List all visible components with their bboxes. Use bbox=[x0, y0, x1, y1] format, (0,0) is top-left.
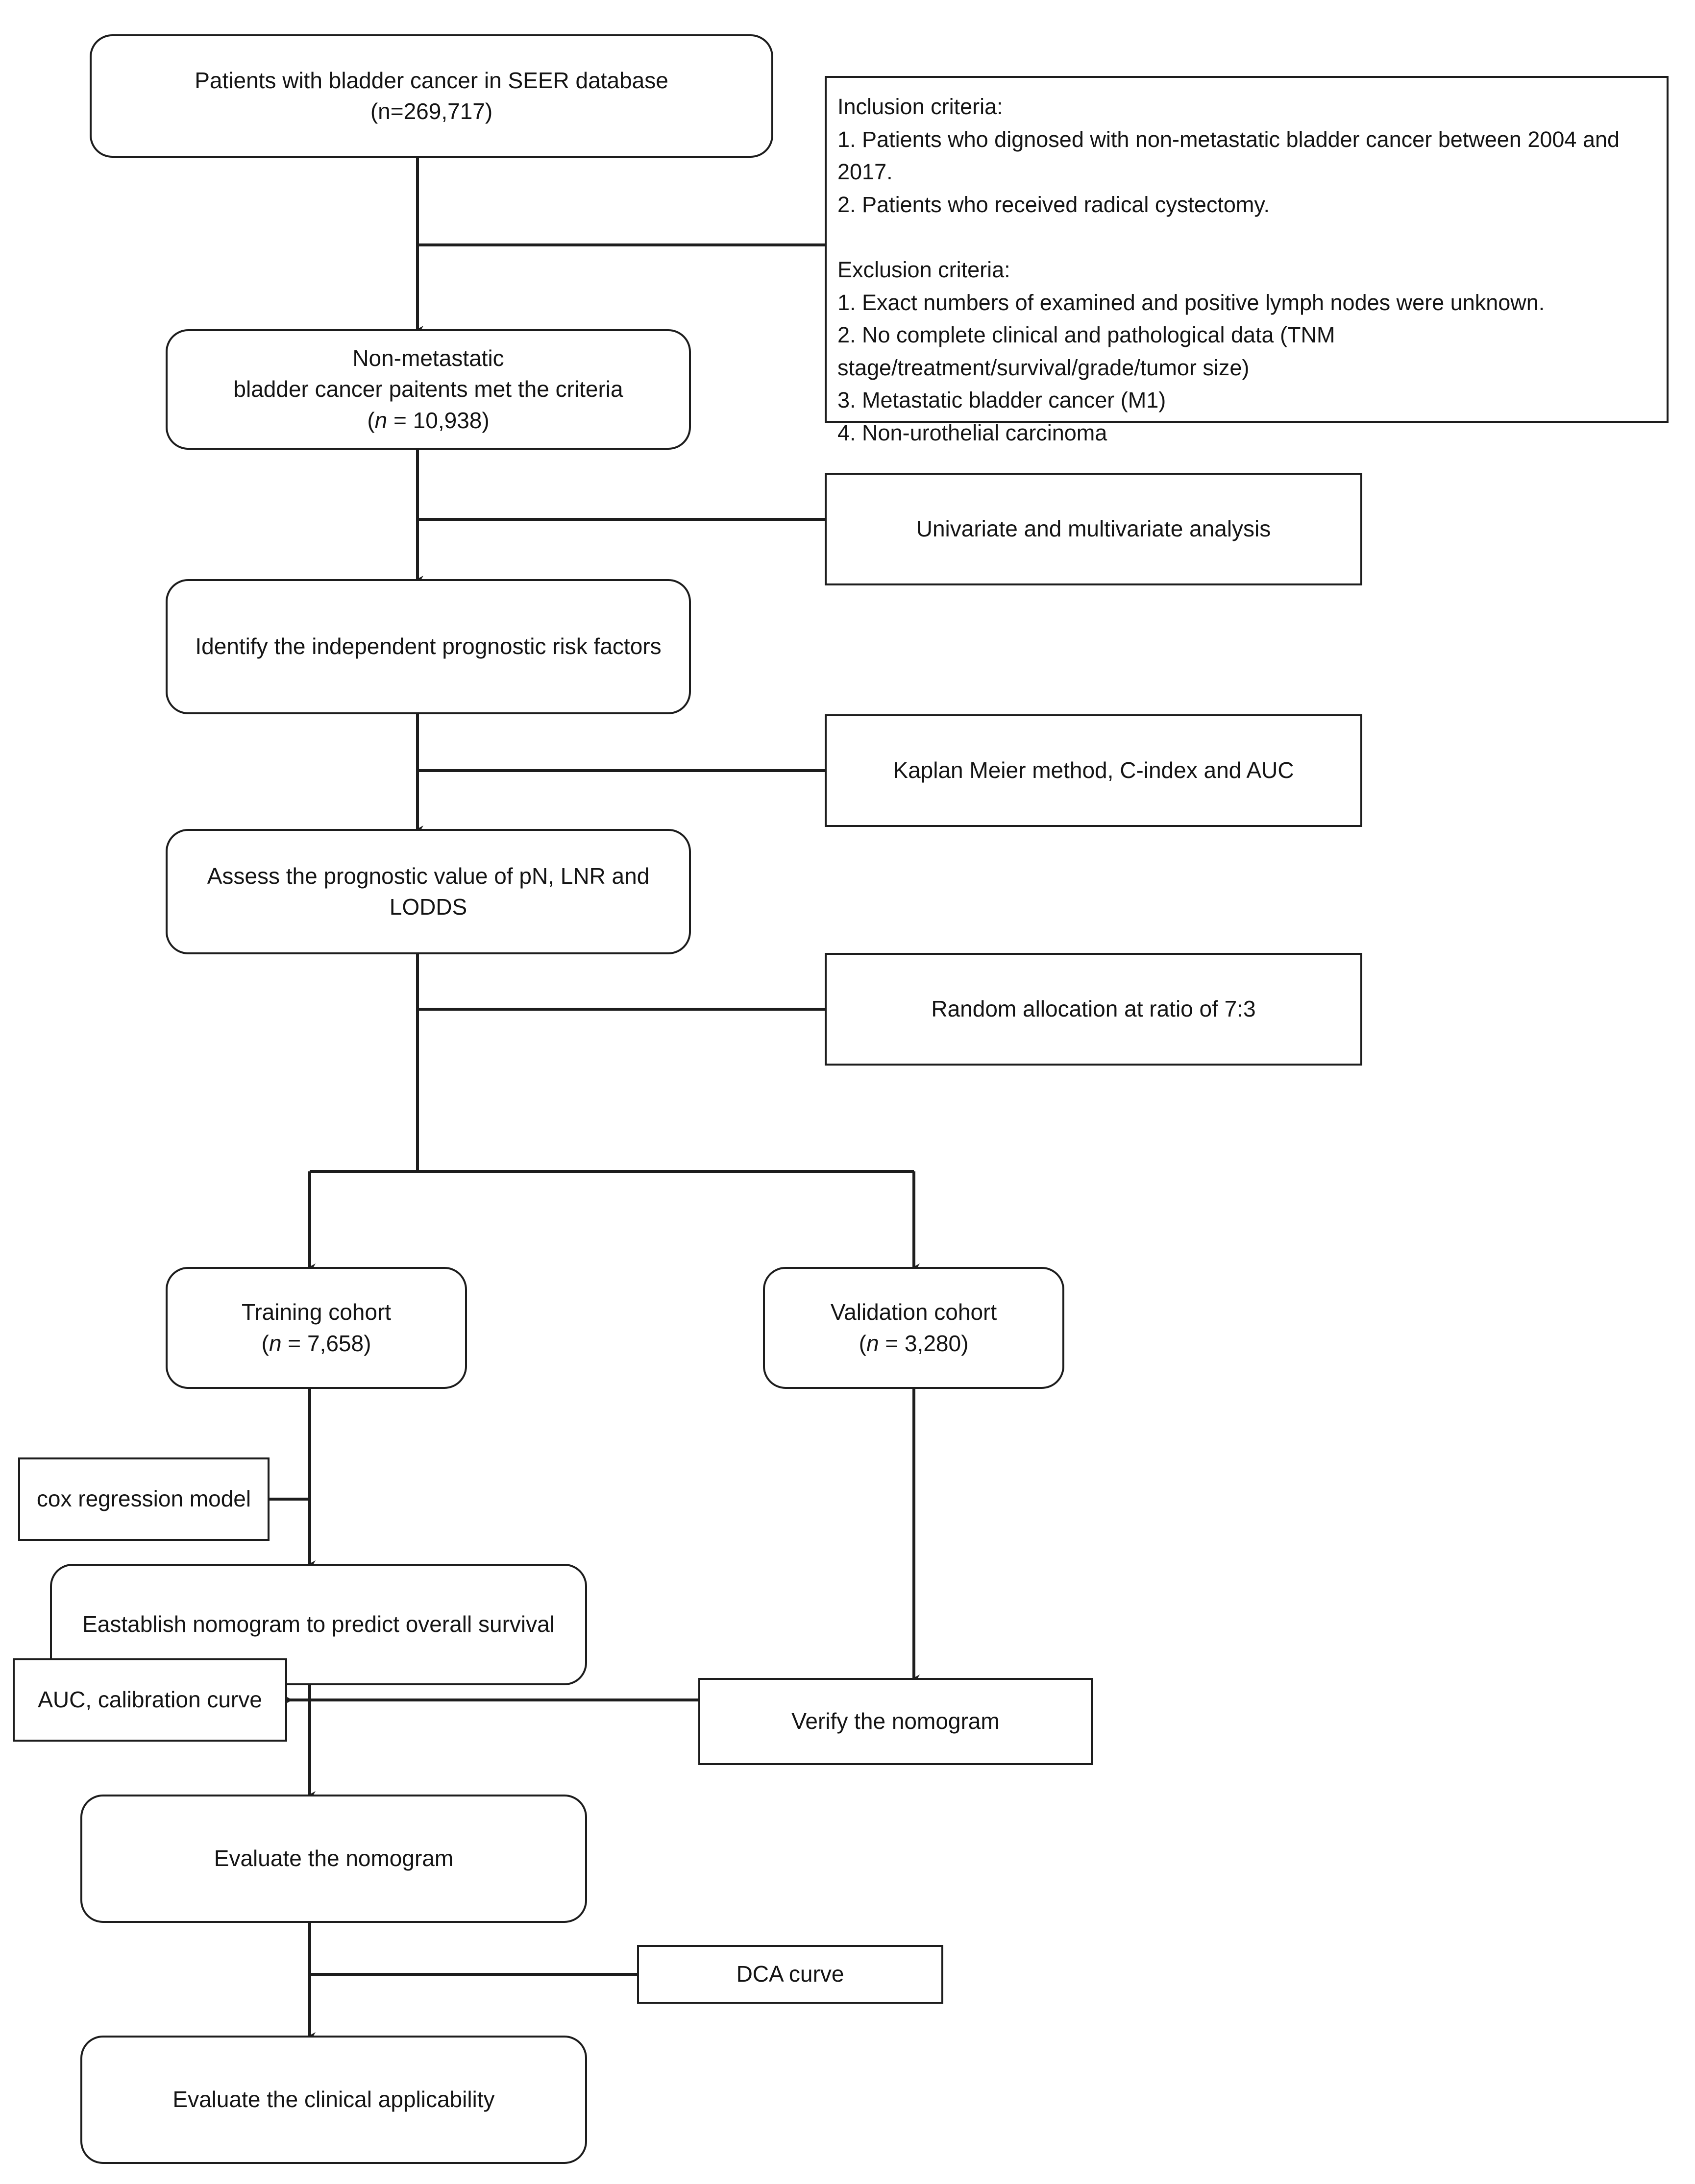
node-criteria-label: Inclusion criteria: 1. Patients who dign… bbox=[837, 94, 1620, 445]
node-evaluate-nomogram[interactable]: Evaluate the nomogram bbox=[80, 1795, 587, 1923]
node-training-cohort[interactable]: Training cohort(n = 7,658) bbox=[166, 1267, 467, 1389]
node-validation-cohort-label: Validation cohort(n = 3,280) bbox=[830, 1299, 997, 1356]
node-auc-calibration-curve[interactable]: AUC, calibration curve bbox=[13, 1658, 287, 1742]
node-assess-label: Assess the prognostic value of pN, LNR a… bbox=[207, 863, 650, 920]
node-identify-label: Identify the independent prognostic risk… bbox=[195, 633, 662, 659]
node-validation-cohort[interactable]: Validation cohort(n = 3,280) bbox=[763, 1267, 1064, 1389]
node-inclusion-exclusion-criteria[interactable]: Inclusion criteria: 1. Patients who dign… bbox=[825, 76, 1669, 445]
node-dca-curve-label: DCA curve bbox=[736, 1961, 844, 1987]
node-establish-nomogram-label: Eastablish nomogram to predict overall s… bbox=[82, 1611, 555, 1637]
node-cox-regression-model[interactable]: cox regression model bbox=[18, 1457, 270, 1541]
node-univariate-label: Univariate and multivariate analysis bbox=[916, 516, 1271, 542]
node-random-allocation-label: Random allocation at ratio of 7:3 bbox=[931, 996, 1256, 1022]
node-verify-nomogram-label: Verify the nomogram bbox=[791, 1708, 1000, 1734]
node-random-allocation[interactable]: Random allocation at ratio of 7:3 bbox=[825, 953, 1362, 1066]
node-auc-calibration-label: AUC, calibration curve bbox=[38, 1687, 262, 1713]
node-source-cohort[interactable]: Patients with bladder cancer in SEER dat… bbox=[90, 34, 773, 158]
node-verify-nomogram[interactable]: Verify the nomogram bbox=[698, 1678, 1093, 1765]
node-evaluate-applicability-label: Evaluate the clinical applicability bbox=[172, 2087, 495, 2112]
node-kaplan-label: Kaplan Meier method, C-index and AUC bbox=[893, 757, 1294, 783]
node-evaluate-nomogram-label: Evaluate the nomogram bbox=[214, 1845, 454, 1871]
node-univariate-analysis[interactable]: Univariate and multivariate analysis bbox=[825, 473, 1362, 585]
node-training-cohort-label: Training cohort(n = 7,658) bbox=[241, 1299, 392, 1356]
node-dca-curve[interactable]: DCA curve bbox=[637, 1945, 943, 2004]
node-kaplan-meier-methods[interactable]: Kaplan Meier method, C-index and AUC bbox=[825, 714, 1362, 827]
node-assess-prognostic-value[interactable]: Assess the prognostic value of pN, LNR a… bbox=[166, 829, 691, 954]
node-identify-risk-factors[interactable]: Identify the independent prognostic risk… bbox=[166, 579, 691, 714]
node-cox-label: cox regression model bbox=[36, 1486, 251, 1512]
node-evaluate-clinical-applicability[interactable]: Evaluate the clinical applicability bbox=[80, 2036, 587, 2164]
node-source-cohort-label: Patients with bladder cancer in SEER dat… bbox=[195, 67, 668, 124]
